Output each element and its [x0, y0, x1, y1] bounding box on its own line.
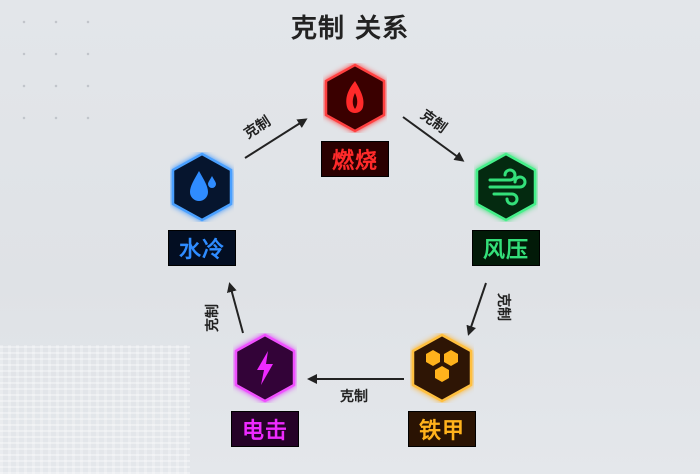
- node-electric: 电击: [215, 333, 315, 447]
- honeycomb-icon: [410, 333, 474, 403]
- node-fire: 燃烧: [305, 63, 405, 177]
- arrow-wind-to-armor: [466, 282, 487, 336]
- node-armor: 铁甲: [392, 333, 492, 447]
- lightning-icon: [233, 333, 297, 403]
- edge-label-armor-electric: 克制: [340, 389, 368, 405]
- arrow-water-to-fire: [244, 118, 308, 159]
- edge-label-electric-water: 克制: [205, 304, 221, 332]
- node-label-armor: 铁甲: [407, 411, 476, 447]
- node-label-wind: 风压: [471, 230, 540, 266]
- node-wind: 风压: [456, 152, 556, 266]
- node-water: 水冷: [152, 152, 252, 266]
- edge-label-wind-armor: 克制: [495, 293, 511, 321]
- node-label-fire: 燃烧: [320, 141, 389, 177]
- flame-icon: [323, 63, 387, 133]
- arrow-electric-to-water: [227, 282, 244, 334]
- background-grid-texture: [0, 345, 190, 474]
- wind-icon: [474, 152, 538, 222]
- water-drop-icon: [170, 152, 234, 222]
- node-label-water: 水冷: [167, 230, 236, 266]
- arrow-fire-to-wind: [402, 116, 465, 162]
- node-label-electric: 电击: [230, 411, 299, 447]
- diagram-title: 克制 关系: [290, 14, 410, 44]
- background-dot-pattern: [0, 0, 110, 120]
